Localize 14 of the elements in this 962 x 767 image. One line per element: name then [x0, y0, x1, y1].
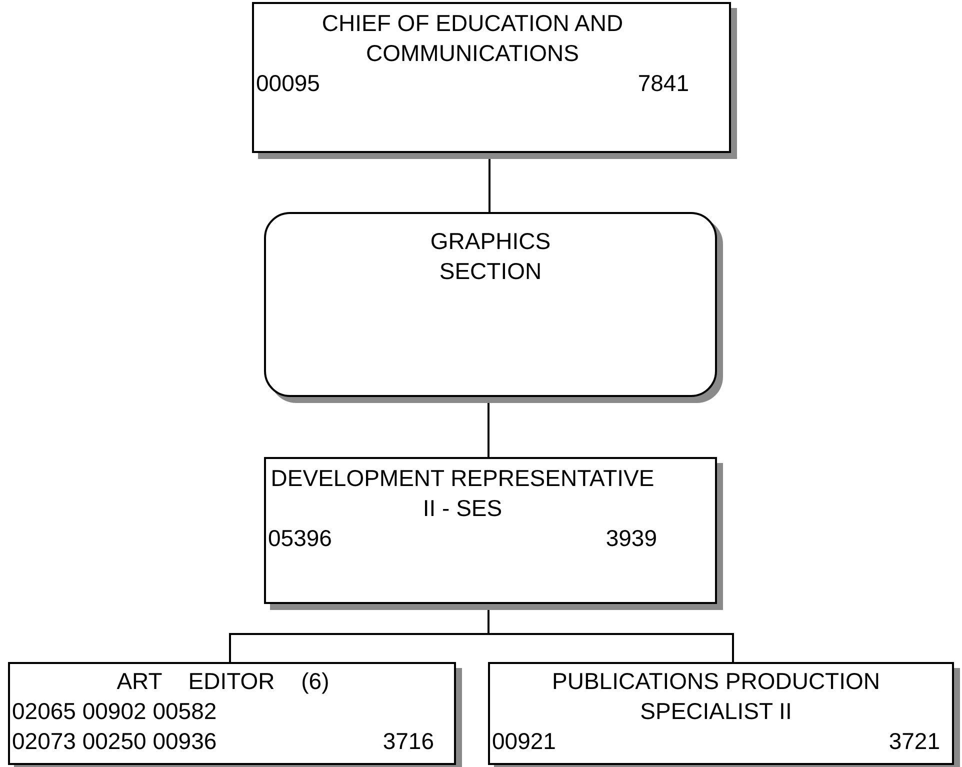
heading-text: PUBLICATIONS PRODUCTION SPECIALIST II	[551, 667, 881, 726]
heading-text: ART EDITOR (6)	[116, 667, 330, 696]
position-number: 3939	[606, 524, 657, 553]
position-number: 7841	[638, 69, 689, 98]
heading-text: GRAPHICS SECTION	[429, 227, 552, 286]
heading-text: CHIEF OF EDUCATION AND COMMUNICATIONS	[320, 9, 624, 68]
heading-text: DEVELOPMENT REPRESENTATIVE II - SES	[270, 464, 656, 523]
position-number: 3716	[382, 727, 434, 756]
position-number: 3721	[888, 727, 940, 756]
position-number: 02073 00250 00936	[12, 727, 217, 756]
position-number: 00095	[256, 69, 320, 98]
position-number: 05396	[268, 524, 332, 553]
position-number: 00921	[492, 727, 556, 756]
position-number: 02065 00902 00582	[12, 697, 217, 726]
